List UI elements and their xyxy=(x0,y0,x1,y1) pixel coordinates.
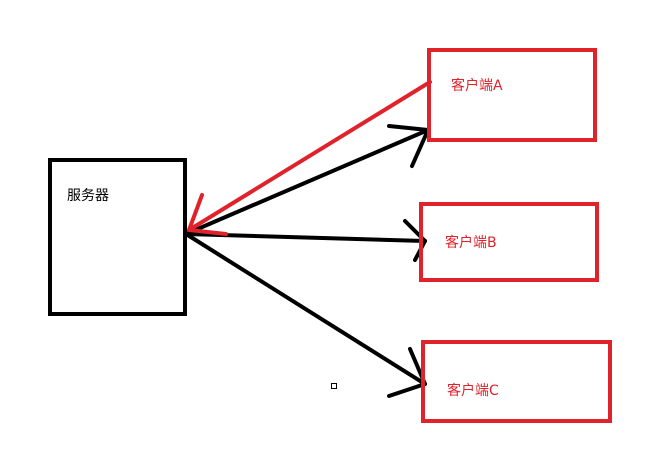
stray-mark xyxy=(331,383,337,389)
arrow-client-a-to-server xyxy=(187,80,432,236)
client-a-node xyxy=(427,48,597,142)
arrow-client-a-to-server-shaft xyxy=(187,80,432,232)
client-a-label: 客户端A xyxy=(451,78,503,94)
arrow-server-to-client-a xyxy=(184,124,430,236)
client-b-node xyxy=(419,202,599,282)
server-node xyxy=(48,158,187,316)
client-c-node xyxy=(421,340,612,423)
arrow-server-to-client-c-shaft xyxy=(184,232,427,386)
arrow-server-to-client-b-head xyxy=(403,219,427,262)
arrow-server-to-client-a-shaft xyxy=(184,128,430,236)
server-label: 服务器 xyxy=(67,188,109,204)
client-b-label: 客户端B xyxy=(445,235,497,251)
arrow-server-to-client-c-head xyxy=(387,347,427,398)
arrow-server-to-client-c xyxy=(184,232,427,398)
arrow-client-a-to-server-head xyxy=(187,193,228,236)
client-c-label: 客户端C xyxy=(447,383,499,399)
